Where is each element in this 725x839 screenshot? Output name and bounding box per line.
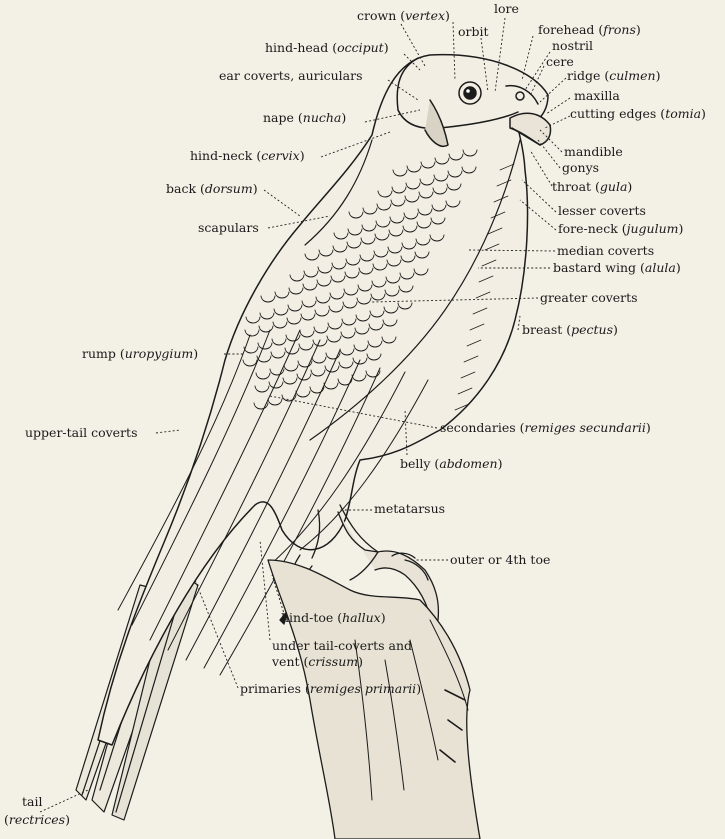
label-lesser-coverts: lesser coverts <box>558 203 646 218</box>
label-rectrices: (rectrices) <box>4 812 70 827</box>
label-hind-toe: hind-toe (hallux) <box>281 610 386 625</box>
label-vent: vent (crissum) <box>271 654 363 669</box>
label-breast: breast (pectus) <box>522 322 618 337</box>
label-upper-tail-coverts: upper-tail coverts <box>25 425 138 440</box>
label-secondaries: secondaries (remiges secundarii) <box>440 420 651 435</box>
label-outer-toe: outer or 4th toe <box>450 552 550 567</box>
label-forehead: forehead (frons) <box>538 22 641 37</box>
label-nape: nape (nucha) <box>263 110 346 125</box>
label-belly: belly (abdomen) <box>400 456 503 471</box>
label-orbit: orbit <box>458 24 489 39</box>
label-median-coverts: median coverts <box>557 243 654 258</box>
label-ear-coverts: ear coverts, auriculars <box>219 68 363 83</box>
label-cutting-edges: cutting edges (tomia) <box>570 106 706 121</box>
label-gonys: gonys <box>562 160 599 175</box>
falcon-illustration <box>76 55 551 839</box>
label-hind-head: hind-head (occiput) <box>265 40 389 55</box>
label-maxilla: maxilla <box>574 88 620 103</box>
label-under-tail-coverts: under tail-coverts and <box>272 638 412 653</box>
label-crown: crown (vertex) <box>357 8 450 23</box>
label-cere: cere <box>546 54 574 69</box>
label-fore-neck: fore-neck (jugulum) <box>558 221 683 236</box>
label-mandible: mandible <box>564 144 623 159</box>
label-scapulars: scapulars <box>198 220 259 235</box>
rock-perch <box>268 560 480 839</box>
label-hind-neck: hind-neck (cervix) <box>190 148 305 163</box>
label-throat: throat (gula) <box>552 179 632 194</box>
label-tail: tail <box>22 794 42 809</box>
label-greater-coverts: greater coverts <box>540 290 638 305</box>
label-metatarsus: metatarsus <box>374 501 445 516</box>
label-rump: rump (uropygium) <box>82 346 198 361</box>
label-primaries: primaries (remiges primarii) <box>240 681 421 696</box>
label-lore: lore <box>494 1 519 16</box>
label-ridge: ridge (culmen) <box>567 68 660 83</box>
label-bastard-wing: bastard wing (alula) <box>553 260 681 275</box>
label-back: back (dorsum) <box>166 181 258 196</box>
label-nostril: nostril <box>552 38 593 53</box>
